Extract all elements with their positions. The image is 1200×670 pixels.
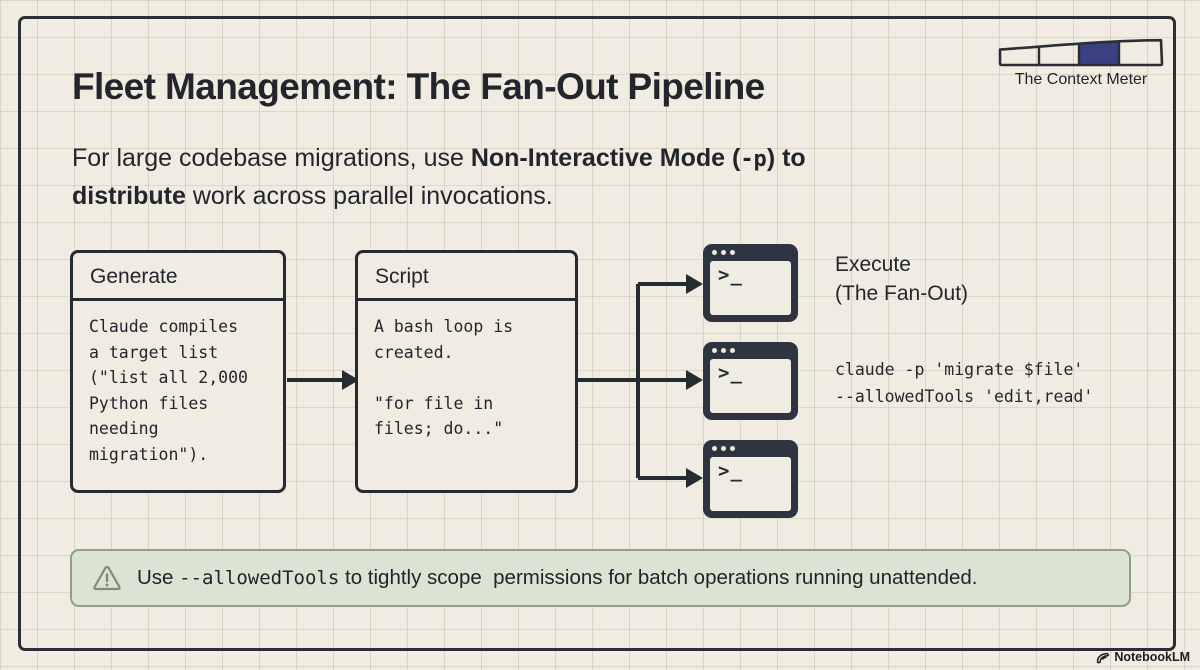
brand-footer: NotebookLM bbox=[1096, 650, 1190, 664]
warning-banner: Use --allowedTools to tightly scope perm… bbox=[70, 549, 1131, 607]
warning-text-post: to tightly scope permissions for batch o… bbox=[339, 566, 978, 589]
window-dots-icon bbox=[712, 446, 735, 451]
terminal-prompt-icon: >_ bbox=[718, 460, 743, 482]
terminal-window-icon: >_ bbox=[703, 244, 798, 322]
script-box-title: Script bbox=[358, 253, 575, 301]
execute-subtitle: (The Fan-Out) bbox=[835, 282, 969, 305]
execute-label: Execute (The Fan-Out) bbox=[835, 250, 968, 308]
window-dots-icon bbox=[712, 348, 735, 353]
execute-title: Execute bbox=[835, 253, 911, 276]
warning-code: --allowedTools bbox=[179, 567, 340, 589]
terminal-window-icon: >_ bbox=[703, 342, 798, 420]
subtitle-text: For large codebase migrations, use bbox=[72, 144, 471, 172]
warning-icon bbox=[92, 565, 122, 592]
subtitle-bold: Non-Interactive Mode bbox=[470, 144, 726, 172]
terminal-screen: >_ bbox=[710, 261, 791, 315]
subtitle-bold-2: distribute bbox=[72, 182, 186, 210]
slide-frame bbox=[18, 16, 1176, 651]
brand-name: NotebookLM bbox=[1114, 650, 1190, 664]
generate-box-body: Claude compiles a target list ("list all… bbox=[89, 317, 248, 464]
warning-text: Use --allowedTools to tightly scope perm… bbox=[137, 566, 977, 590]
context-meter-icon bbox=[998, 38, 1164, 67]
context-meter-label: The Context Meter bbox=[1014, 71, 1148, 88]
subtitle-paren-close: ) to bbox=[766, 144, 806, 172]
terminal-screen: >_ bbox=[710, 457, 791, 511]
subtitle-paren: ( bbox=[725, 144, 741, 172]
notebooklm-icon bbox=[1096, 651, 1110, 664]
terminal-window-icon: >_ bbox=[703, 440, 798, 518]
subtitle: For large codebase migrations, use Non-I… bbox=[72, 140, 806, 214]
terminal-prompt-icon: >_ bbox=[718, 264, 743, 286]
terminal-prompt-icon: >_ bbox=[718, 362, 743, 384]
page-title: Fleet Management: The Fan-Out Pipeline bbox=[72, 66, 765, 107]
context-meter: The Context Meter bbox=[995, 36, 1167, 89]
terminal-screen: >_ bbox=[710, 359, 791, 413]
subtitle-line-2: distribute work across parallel invocati… bbox=[72, 178, 806, 214]
execute-command: claude -p 'migrate $file' --allowedTools… bbox=[835, 360, 1094, 406]
generate-box: Generate Claude compiles a target list (… bbox=[70, 250, 286, 493]
script-box: Script A bash loop is created. "for file… bbox=[355, 250, 578, 493]
subtitle-line-1: For large codebase migrations, use Non-I… bbox=[72, 140, 806, 178]
subtitle-code: -p bbox=[740, 147, 767, 172]
generate-box-title: Generate bbox=[73, 253, 283, 301]
script-box-body: A bash loop is created. "for file in fil… bbox=[374, 317, 514, 438]
subtitle-text-2: work across parallel invocations. bbox=[185, 182, 553, 210]
warning-text-pre: Use bbox=[137, 566, 180, 589]
window-dots-icon bbox=[712, 250, 735, 255]
